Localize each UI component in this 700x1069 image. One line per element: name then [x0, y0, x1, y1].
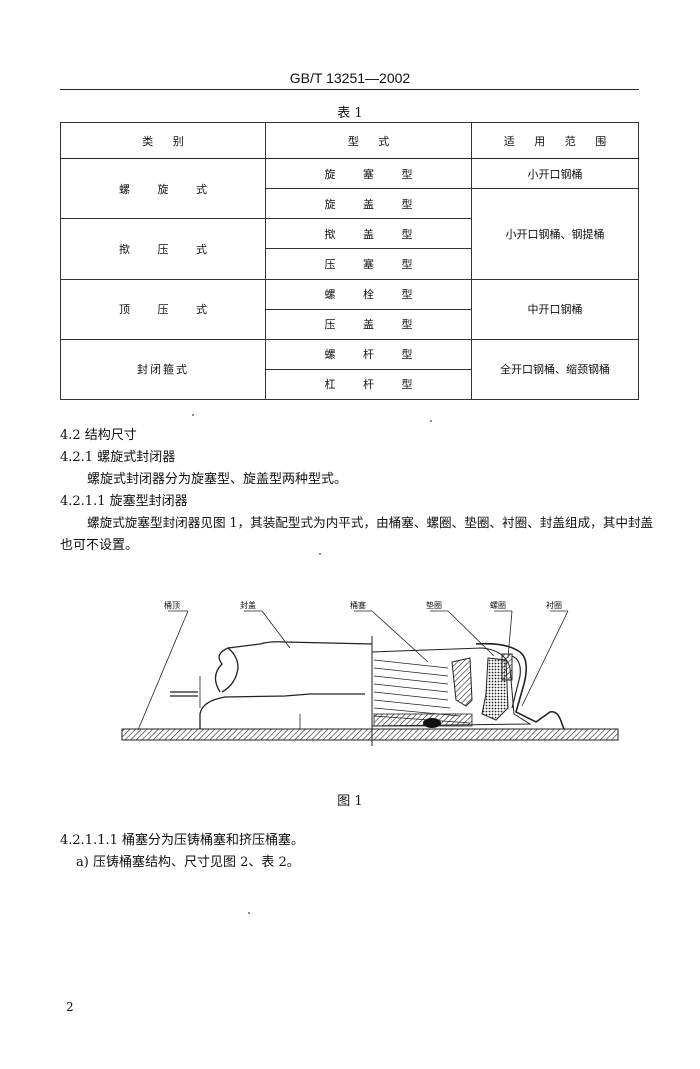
figure-caption: 图 1 [337, 794, 363, 809]
table-row: 顶 压 式 螺 栓 型 中开口钢桶 [60, 278, 639, 340]
type-cell: 压 塞 型 [265, 248, 472, 280]
table-row: 封闭箍式 螺 杆 型 全开口钢桶、缩颈钢桶 [60, 338, 639, 401]
header-type: 型 式 [265, 121, 472, 160]
table-row: 旋 盖 型 小开口钢桶、钢提桶 [61, 188, 639, 280]
type-cell: 螺 栓 型 [265, 278, 472, 310]
gasket-ring [423, 718, 441, 728]
type-cell: 旋 盖 型 [265, 188, 472, 220]
type-cell: 揿 盖 型 [265, 218, 472, 250]
table-row: 螺 旋 式 旋 塞 型 小开口钢桶 [60, 158, 639, 220]
table-row: 杠 杆 型 [61, 368, 639, 401]
section-view [371, 642, 565, 730]
scan-speck [248, 912, 250, 914]
category-cell: 顶 压 式 [60, 278, 266, 340]
scan-speck [192, 414, 194, 416]
header-scope: 适 用 范 围 [471, 121, 639, 160]
page-number: 2 [66, 1000, 74, 1014]
standard-code-header: GB/T 13251—2002 [289, 70, 411, 86]
category-cell: 揿 压 式 [60, 218, 266, 280]
section-4-2-1-1-text-line1: 螺旋式旋塞型封闭器见图 1，其装配型式为内平式，由桶塞、螺圈、垫圈、衬圈、封盖组… [87, 515, 654, 530]
table-row: 压 塞 型 [61, 248, 639, 280]
bung-closure-assembly-figure: 桶顶 封盖 桶塞 垫圈 螺圈 衬圈 [121, 600, 619, 746]
type-cell: 螺 杆 型 [265, 338, 472, 370]
label-drum-top: 桶顶 [164, 600, 180, 610]
category-cell: 封闭箍式 [60, 338, 266, 401]
label-seal-cap: 封盖 [240, 600, 256, 610]
section-4-2-heading: 4.2 结构尺寸 [60, 428, 137, 443]
scope-cell: 小开口钢桶、钢提桶 [471, 188, 639, 280]
header-category: 类 别 [60, 121, 266, 160]
type-cell: 压 盖 型 [265, 308, 472, 340]
section-4-2-1-heading: 4.2.1 螺旋式封闭器 [60, 450, 176, 465]
scope-cell: 全开口钢桶、缩颈钢桶 [471, 338, 639, 401]
section-4-2-1-1-text-line2: 也可不设置。 [60, 538, 139, 553]
label-liner: 衬圈 [546, 600, 562, 610]
leader-lines [137, 610, 569, 731]
scope-cell: 中开口钢桶 [471, 278, 639, 340]
section-4-2-1-text: 螺旋式封闭器分为旋塞型、旋盖型两种型式。 [87, 472, 348, 487]
category-cell: 螺 旋 式 [60, 158, 266, 220]
section-4-2-1-1-heading: 4.2.1.1 旋塞型封闭器 [60, 494, 188, 509]
label-plug: 桶塞 [350, 600, 366, 610]
header-rule [60, 89, 639, 90]
type-cell: 杠 杆 型 [265, 368, 472, 401]
type-cell: 旋 塞 型 [265, 158, 472, 190]
drum-top-plate [121, 728, 619, 741]
label-screw-ring: 螺圈 [490, 600, 506, 610]
figure-callouts: 桶顶 封盖 桶塞 垫圈 螺圈 衬圈 [164, 600, 562, 610]
section-4-2-1-1-1-heading: 4.2.1.1.1 桶塞分为压铸桶塞和挤压桶塞。 [60, 833, 305, 848]
scan-speck [430, 420, 432, 422]
closure-type-table: 类 别 型 式 适 用 范 围 螺 旋 式 旋 塞 型 小开口钢桶 旋 盖 型 … [60, 121, 639, 401]
table-row: 压 盖 型 [61, 308, 639, 340]
cap-outline [170, 641, 373, 729]
label-gasket: 垫圈 [426, 600, 442, 610]
scope-cell: 小开口钢桶 [471, 158, 639, 190]
table-header-row: 类 别 型 式 适 用 范 围 [60, 121, 639, 160]
list-item-a: a) 压铸桶塞结构、尺寸见图 2、表 2。 [76, 855, 300, 870]
table-caption: 表 1 [337, 106, 363, 121]
scan-speck [319, 553, 321, 555]
